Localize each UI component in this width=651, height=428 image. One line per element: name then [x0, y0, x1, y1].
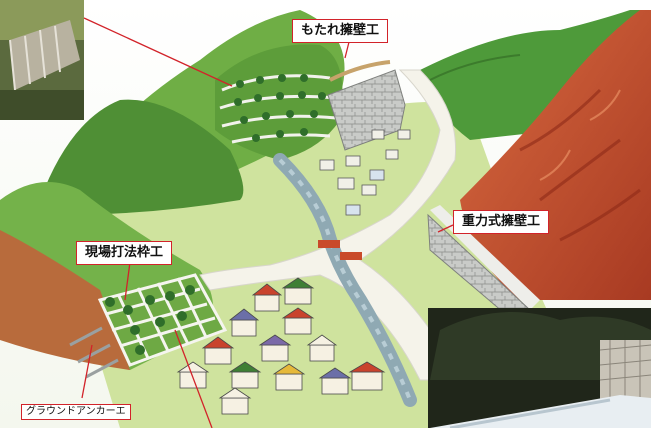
houses-upper — [319, 129, 411, 216]
road — [199, 69, 461, 381]
photo-inset-bottomright — [428, 308, 651, 428]
label-ground-anchor: グラウンドアンカーエ — [21, 404, 131, 420]
leaning-retaining-wall — [327, 69, 406, 151]
label-gravity-retaining-wall: 重力式擁壁工 — [453, 210, 550, 234]
label-cast-in-place-frame: 現場打法枠工 — [76, 241, 173, 265]
left-cut-slope — [0, 230, 130, 370]
terraced-hill — [215, 44, 343, 160]
ground-anchor-rods — [69, 326, 119, 379]
back-hill-left — [40, 99, 244, 215]
houses-lower — [176, 277, 386, 415]
photo-inset-topleft — [0, 0, 84, 120]
label-leaning-retaining-wall: もたれ擁壁工 — [292, 19, 389, 43]
